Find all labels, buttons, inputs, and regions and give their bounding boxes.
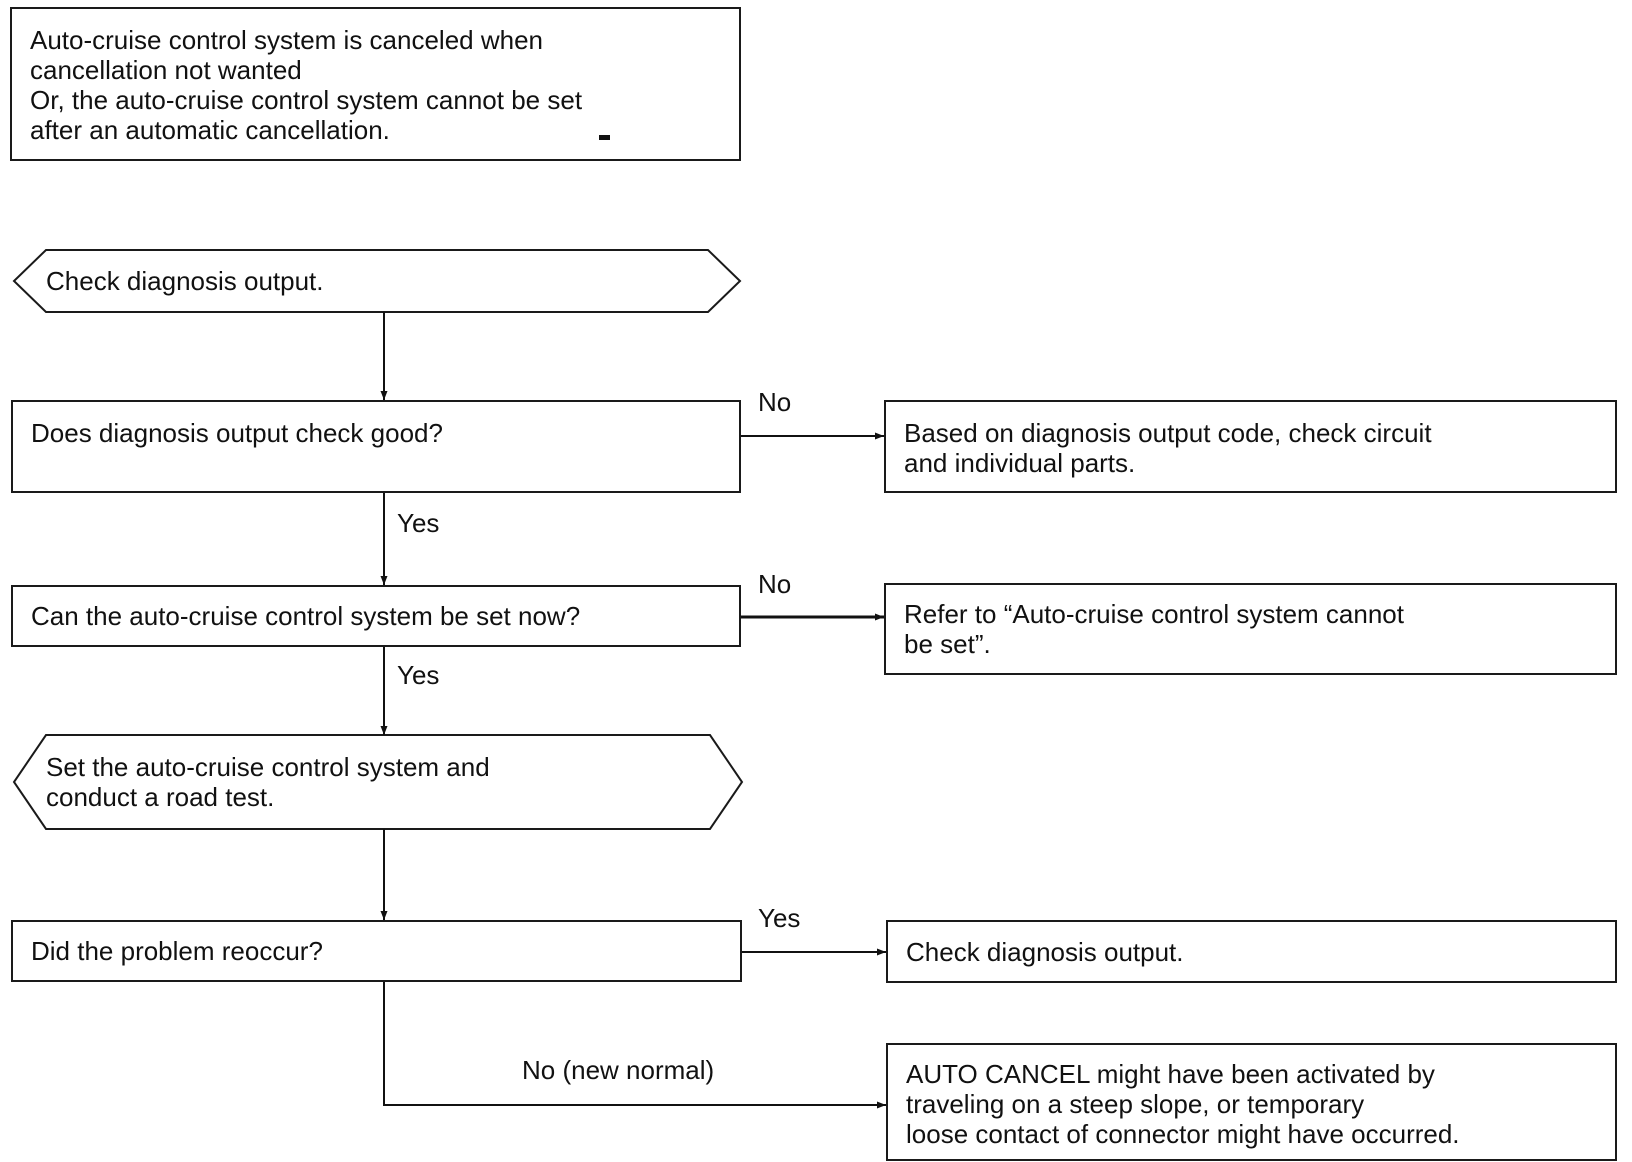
check-diagnosis-text: Check diagnosis output. (46, 266, 324, 296)
connector-reoccur-no (383, 982, 886, 1109)
edge-label-yes: Yes (758, 903, 801, 933)
problem-reoccur-text: Did the problem reoccur? (31, 936, 323, 966)
can-set-now-text: Can the auto-cruise control system be se… (31, 601, 581, 631)
edge-label-yes: Yes (397, 508, 440, 538)
check-circuit-text: Based on diagnosis output code, check ci… (904, 418, 1432, 478)
check-diagnosis-again-result: Check diagnosis output. (886, 920, 1617, 983)
road-test-hexagon (12, 734, 744, 830)
refer-cannot-set-result: Refer to “Auto-cruise control system can… (884, 583, 1617, 675)
edge-label-no: No (758, 387, 792, 417)
edge-label-no: No (758, 569, 792, 599)
diagnosis-good-decision: Does diagnosis output check good? (11, 400, 741, 493)
check-diagnosis-again-text: Check diagnosis output. (906, 936, 1184, 967)
problem-description-text: Auto-cruise control system is canceled w… (30, 25, 583, 145)
edge-label-yes: Yes (397, 660, 440, 690)
road-test-step: Set the auto-cruise control system and c… (46, 735, 706, 829)
auto-cancel-note-text: AUTO CANCEL might have been activated by… (906, 1059, 1460, 1149)
scan-mark (599, 135, 610, 140)
refer-cannot-set-text: Refer to “Auto-cruise control system can… (904, 599, 1404, 659)
check-circuit-result: Based on diagnosis output code, check ci… (884, 400, 1617, 493)
problem-reoccur-decision: Did the problem reoccur? (11, 920, 742, 982)
check-diagnosis-hexagon (12, 249, 742, 313)
road-test-text: Set the auto-cruise control system and c… (46, 752, 490, 812)
edge-label-no-new-normal: No (new normal) (522, 1055, 715, 1085)
can-set-now-decision: Can the auto-cruise control system be se… (11, 585, 741, 647)
check-diagnosis-step: Check diagnosis output. (46, 250, 686, 312)
diagnosis-good-text: Does diagnosis output check good? (31, 417, 443, 448)
auto-cancel-note-result: AUTO CANCEL might have been activated by… (886, 1043, 1617, 1161)
problem-description-box: Auto-cruise control system is canceled w… (10, 7, 741, 161)
